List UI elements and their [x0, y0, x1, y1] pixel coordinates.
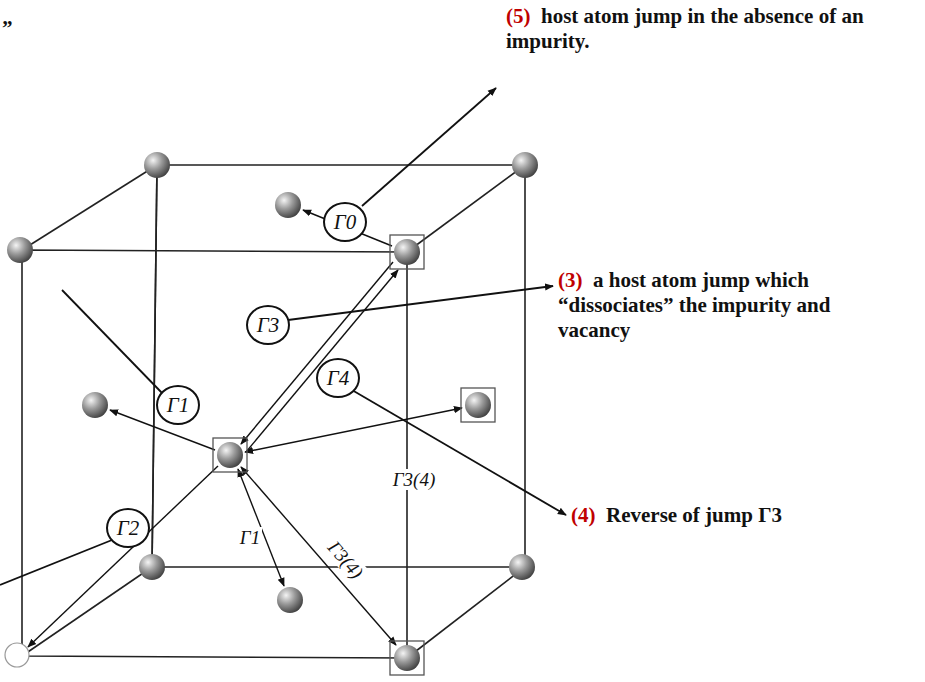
vacancy-boxes	[213, 235, 495, 675]
atom	[217, 442, 243, 468]
jump-symbol: Γ3	[257, 313, 279, 338]
jump-circle: Γ1	[156, 385, 200, 425]
atom	[82, 392, 108, 418]
callout: (3) a host atom jump which “dissociates”…	[558, 268, 888, 342]
callout-text: host atom jump in the absence of an impu…	[506, 4, 864, 53]
callout-number: (3)	[558, 268, 583, 292]
jump-label: Γ3(4)	[322, 535, 368, 584]
jump-circle: Γ2	[106, 508, 150, 548]
atom	[512, 152, 538, 178]
jump-label: Γ1	[238, 527, 262, 548]
callout-text: a host atom jump which “dissociates” the…	[558, 268, 830, 342]
jump-circle: Γ3	[246, 305, 290, 345]
jump-arrows	[28, 210, 462, 647]
jump-symbol: Γ0	[334, 210, 356, 235]
atom	[465, 392, 491, 418]
atom	[144, 152, 170, 178]
cube-edges	[22, 165, 525, 658]
atom	[7, 237, 33, 263]
cut-off-text: ”	[2, 16, 13, 40]
jump-circle: Γ4	[316, 358, 360, 398]
jump-label: Γ3(4)	[391, 469, 437, 490]
callout: (5) host atom jump in the absence of an …	[506, 4, 866, 54]
atoms	[7, 152, 538, 671]
jump-symbol: Γ1	[167, 393, 189, 418]
vacancy-site	[5, 643, 29, 667]
callout-text: Reverse of jump Γ3	[606, 503, 782, 527]
leader-lines	[0, 88, 566, 585]
atom	[139, 554, 165, 580]
atom	[394, 645, 420, 671]
jump-circle: Γ0	[323, 202, 367, 242]
callout-number: (5)	[506, 4, 531, 28]
atom	[509, 554, 535, 580]
atom	[275, 192, 301, 218]
atom	[277, 587, 303, 613]
callout: (4) Reverse of jump Γ3	[571, 503, 911, 528]
callout-number: (4)	[571, 503, 596, 527]
jump-symbol: Γ2	[117, 516, 139, 541]
jump-symbol: Γ4	[327, 366, 349, 391]
atom	[394, 239, 420, 265]
